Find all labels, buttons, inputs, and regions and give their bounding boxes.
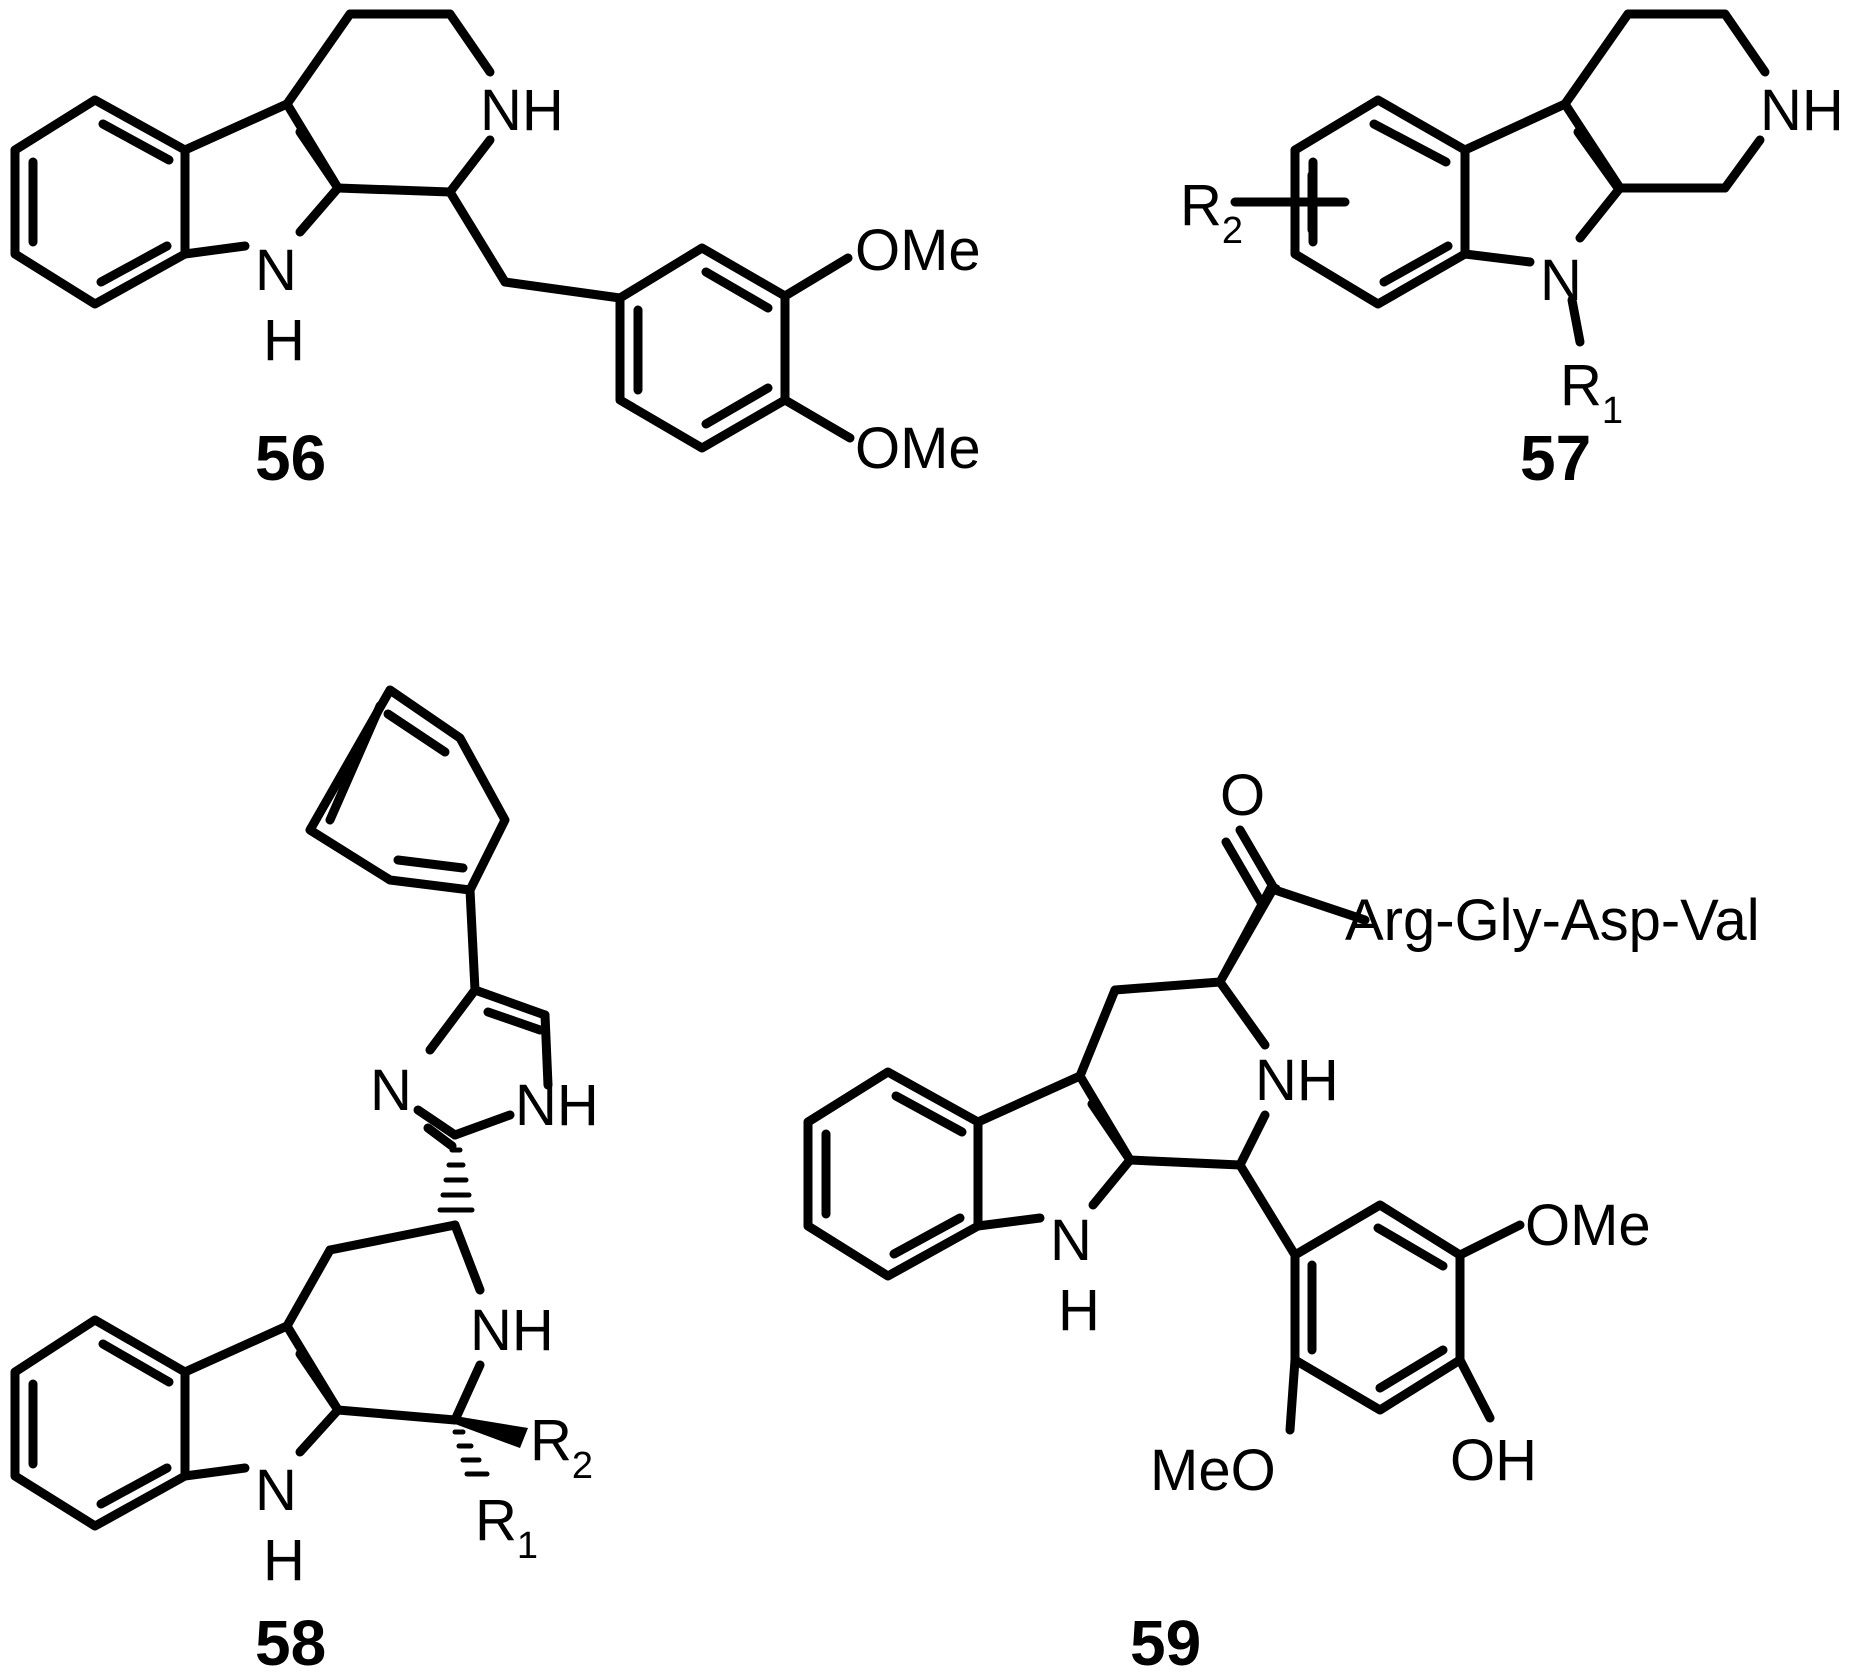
compound-58-imidazole-nh: NH <box>515 1073 599 1138</box>
compound-59-oh: OH <box>1450 1428 1537 1493</box>
compound-58-wedge-r2 <box>455 1416 528 1448</box>
compound-57-r2: R2 <box>1180 173 1243 252</box>
compound-56: NH N H OMe OMe 56 <box>10 9 981 494</box>
compound-58-imidazole-n: N <box>370 1058 412 1123</box>
compound-59-meo: MeO <box>1150 1438 1276 1503</box>
compound-58-label: 58 <box>255 1607 326 1679</box>
compound-56-ome-top: OMe <box>855 218 981 283</box>
compound-59-bonds <box>803 825 1525 1435</box>
compound-56-indole-h: H <box>263 308 305 373</box>
compound-57-label: 57 <box>1520 422 1591 494</box>
compound-58-hashed-wedge-top <box>437 1147 475 1213</box>
compound-58-nh-ring: NH <box>470 1298 554 1363</box>
compound-57: NH N R1 R2 57 <box>1180 9 1844 494</box>
compound-58-hashed-wedge-r1 <box>452 1429 490 1477</box>
compound-56-nh-ring: NH <box>480 78 564 143</box>
compound-56-label: 56 <box>255 422 326 494</box>
compound-58-r1: R1 <box>475 1488 538 1567</box>
compound-58: N NH NH N H R2 R1 58 <box>10 685 599 1679</box>
compound-57-nh-ring: NH <box>1760 78 1844 143</box>
compound-59-carbonyl-o: O <box>1220 763 1265 828</box>
compound-56-ome-bottom: OMe <box>855 416 981 481</box>
compound-59: O Arg-Gly-Asp-Val NH N H OMe OH MeO 59 <box>803 763 1760 1679</box>
compound-59-indole-n: N <box>1050 1208 1092 1273</box>
compound-58-core-bonds <box>10 1220 485 1531</box>
compound-59-nh-ring: NH <box>1255 1048 1339 1113</box>
compound-59-indole-h: H <box>1058 1278 1100 1343</box>
compound-58-indole-h: H <box>263 1528 305 1593</box>
compound-59-wedge-carbonyl <box>1215 880 1280 982</box>
compound-56-bonds <box>10 9 855 453</box>
compound-58-bonds <box>305 685 553 1151</box>
compound-59-label: 59 <box>1130 1607 1201 1679</box>
compound-59-peptide: Arg-Gly-Asp-Val <box>1345 888 1760 953</box>
compound-57-r1: R1 <box>1560 353 1623 432</box>
compound-57-indole-n: N <box>1540 248 1582 313</box>
compound-58-indole-n: N <box>255 1458 297 1523</box>
compound-56-indole-n: N <box>255 238 297 303</box>
compound-57-bonds <box>1230 9 1770 347</box>
compound-58-r2: R2 <box>530 1408 593 1487</box>
compound-59-ome: OMe <box>1525 1193 1651 1258</box>
